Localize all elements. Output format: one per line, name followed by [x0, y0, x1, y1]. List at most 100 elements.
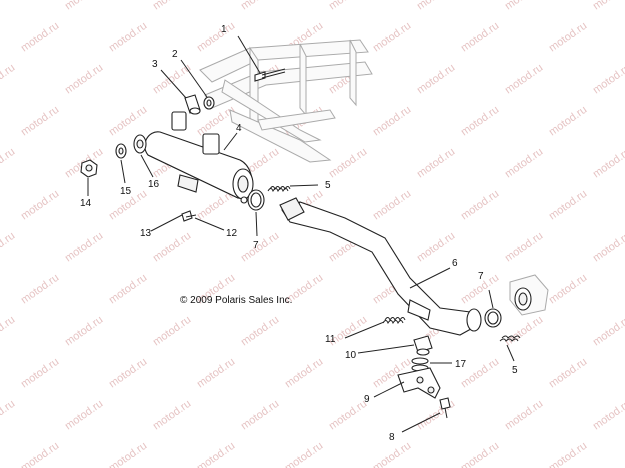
- watermark-text: motod.ru: [239, 314, 281, 349]
- watermark-text: motod.ru: [0, 398, 17, 433]
- watermark-text: motod.ru: [591, 146, 625, 181]
- spring: [499, 335, 521, 342]
- callout-label-14: 14: [80, 198, 92, 209]
- watermark-text: motod.ru: [503, 146, 545, 181]
- watermark-text: motod.ru: [591, 230, 625, 265]
- watermark-text: motod.ru: [107, 104, 149, 139]
- watermark-text: motod.ru: [19, 20, 61, 55]
- watermark-text: motod.ru: [327, 398, 369, 433]
- watermark-text: motod.ru: [0, 0, 17, 12]
- watermark-text: motod.ru: [0, 146, 17, 181]
- watermark-text: motod.ru: [371, 188, 413, 223]
- callout-label-7-right: 7: [478, 271, 484, 282]
- watermark-text: motod.ru: [371, 20, 413, 55]
- watermark-text: motod.ru: [415, 62, 457, 97]
- watermark-text: motod.ru: [195, 20, 237, 55]
- watermark-text: motod.ru: [19, 272, 61, 307]
- callout-label-17: 17: [455, 359, 467, 370]
- watermark-text: motod.ru: [0, 230, 17, 265]
- watermark-text: motod.ru: [0, 314, 17, 349]
- watermark-text: motod.ru: [547, 20, 589, 55]
- bushing: [184, 94, 201, 115]
- spring: [267, 186, 291, 193]
- watermark-text: motod.ru: [503, 62, 545, 97]
- callout-label-9: 9: [364, 394, 370, 405]
- watermark-text: motod.ru: [195, 356, 237, 391]
- bolt: [439, 397, 451, 419]
- watermark-text: motod.ru: [591, 398, 625, 433]
- callout-label-1: 1: [221, 24, 227, 35]
- watermark-text: motod.ru: [239, 0, 281, 12]
- watermark-text: motod.ru: [19, 356, 61, 391]
- watermark-text: motod.ru: [459, 188, 501, 223]
- watermark-text: motod.ru: [459, 20, 501, 55]
- watermark-text: motod.ru: [415, 146, 457, 181]
- muffler: [144, 111, 254, 204]
- watermark-text: motod.ru: [283, 356, 325, 391]
- callout-label-12: 12: [226, 228, 238, 239]
- watermark-text: motod.ru: [459, 440, 501, 468]
- watermark-text: motod.ru: [283, 440, 325, 468]
- watermark-text: motod.ru: [63, 0, 105, 12]
- watermark-text: motod.ru: [63, 230, 105, 265]
- watermark-text: motod.ru: [63, 314, 105, 349]
- watermark-text: motod.ru: [591, 314, 625, 349]
- watermark-text: motod.ru: [19, 188, 61, 223]
- watermark-text: motod.ru: [19, 440, 61, 468]
- frame-structure: [199, 39, 373, 163]
- watermark-text: motod.ru: [63, 62, 105, 97]
- watermark-text: motod.ru: [151, 314, 193, 349]
- watermark-text: motod.ru: [195, 440, 237, 468]
- watermark-text: motod.ru: [371, 104, 413, 139]
- bolt: [254, 68, 286, 82]
- watermark-text: motod.ru: [151, 0, 193, 12]
- watermark-text: motod.ru: [19, 104, 61, 139]
- watermark-text: motod.ru: [151, 398, 193, 433]
- watermark-text: motod.ru: [591, 0, 625, 12]
- pin: [181, 210, 197, 222]
- watermark-text: motod.ru: [239, 230, 281, 265]
- watermark-text: motod.ru: [503, 0, 545, 12]
- nut: [80, 159, 98, 178]
- watermark-text: motod.ru: [151, 230, 193, 265]
- callout-label-16: 16: [148, 179, 160, 190]
- callout-label-3: 3: [152, 59, 158, 70]
- gasket: [247, 189, 265, 211]
- callout-label-8: 8: [389, 432, 395, 443]
- watermark-text: motod.ru: [107, 20, 149, 55]
- callout-label-5-upper: 5: [325, 180, 331, 191]
- watermark-text: motod.ru: [63, 398, 105, 433]
- watermark-text: motod.ru: [547, 188, 589, 223]
- watermark-text: motod.ru: [107, 272, 149, 307]
- callout-label-7-left: 7: [253, 240, 259, 251]
- watermark-text: motod.ru: [547, 104, 589, 139]
- washer: [115, 143, 127, 159]
- gasket: [484, 308, 502, 328]
- washer: [133, 134, 147, 154]
- callout-label-10: 10: [345, 350, 357, 361]
- callout-label-11: 11: [325, 334, 336, 345]
- watermark-text: motod.ru: [591, 62, 625, 97]
- watermark-text: motod.ru: [459, 104, 501, 139]
- bracket: [397, 367, 441, 399]
- watermark-text: motod.ru: [503, 398, 545, 433]
- callout-label-5-lower: 5: [512, 365, 518, 376]
- callout-label-15: 15: [120, 186, 132, 197]
- spring: [382, 317, 406, 325]
- watermark-text: motod.ru: [0, 62, 17, 97]
- engine-exhaust-port: [509, 274, 549, 316]
- callout-label-6: 6: [452, 258, 458, 269]
- callout-label-2: 2: [172, 49, 178, 60]
- watermark-text: motod.ru: [503, 230, 545, 265]
- grommet: [413, 335, 433, 356]
- watermark-text: motod.ru: [503, 314, 545, 349]
- watermark-text: motod.ru: [547, 440, 589, 468]
- watermark-text: motod.ru: [547, 356, 589, 391]
- nut: [203, 96, 215, 110]
- callout-label-13: 13: [140, 228, 152, 239]
- watermark-text: motod.ru: [195, 104, 237, 139]
- watermark-text: motod.ru: [547, 272, 589, 307]
- watermark-text: motod.ru: [107, 356, 149, 391]
- watermark-text: motod.ru: [107, 440, 149, 468]
